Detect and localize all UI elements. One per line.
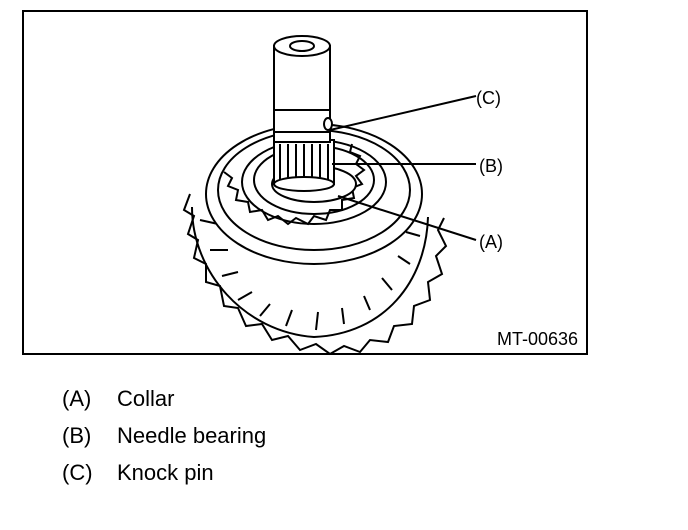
callout-b: (B): [479, 156, 503, 176]
leader-line-c: [329, 95, 477, 131]
legend-key: (B): [62, 423, 92, 448]
legend-key: (A): [62, 386, 92, 411]
knock-pin: [323, 117, 333, 131]
callout-c: (C): [476, 88, 501, 108]
gear-teeth: [182, 193, 448, 356]
figure-frame: (C) (B) (A) MT-00636: [22, 10, 588, 356]
ring-teeth: [223, 143, 366, 226]
gear-assembly-illustration: [182, 35, 477, 356]
legend-text: Knock pin: [117, 460, 214, 485]
shaft: [273, 45, 331, 143]
legend-key: (C): [62, 460, 93, 485]
leader-line-a: [337, 195, 477, 241]
figure-id: MT-00636: [496, 329, 578, 349]
legend-text: Collar: [117, 386, 175, 411]
callout-a: (A): [479, 232, 503, 252]
legend-text: Needle bearing: [117, 423, 267, 448]
